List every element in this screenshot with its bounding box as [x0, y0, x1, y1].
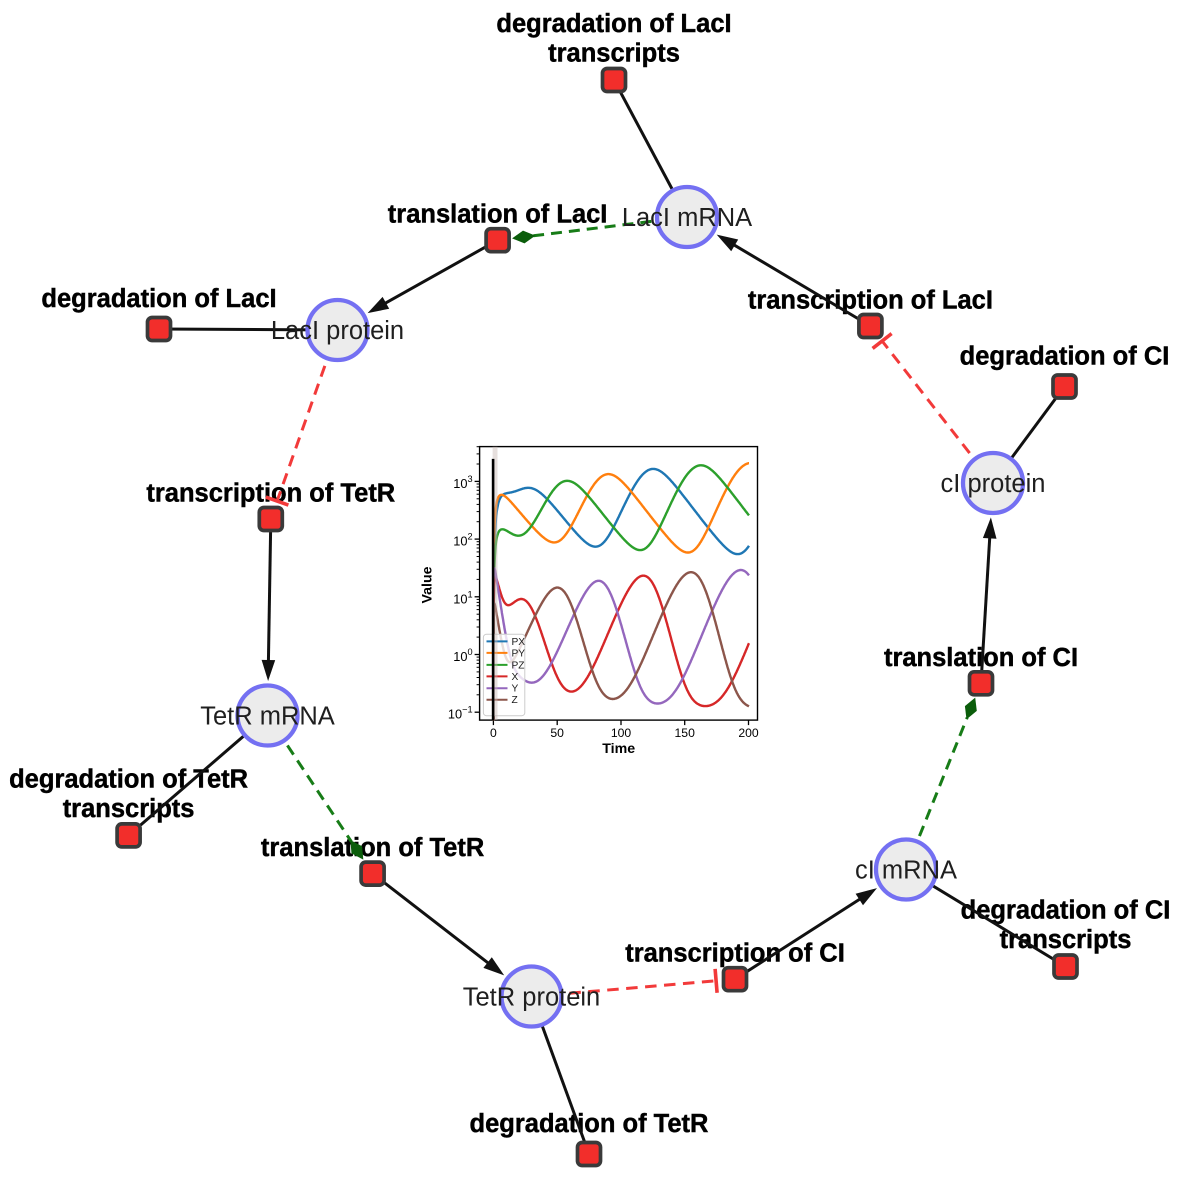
svg-text:translation of TetR: translation of TetR	[261, 834, 484, 862]
svg-text:Time: Time	[602, 741, 635, 757]
svg-text:translation of LacI: translation of LacI	[388, 201, 608, 229]
svg-text:cI protein: cI protein	[941, 470, 1046, 498]
svg-text:Y: Y	[512, 684, 519, 695]
svg-text:transcription of CI: transcription of CI	[625, 940, 845, 968]
svg-text:Value: Value	[420, 566, 436, 603]
svg-text:PY: PY	[512, 648, 526, 659]
svg-text:Z: Z	[512, 695, 518, 706]
svg-text:degradation of TetR: degradation of TetR	[470, 1110, 709, 1138]
svg-text:degradation of LacI: degradation of LacI	[41, 285, 276, 313]
svg-text:PX: PX	[512, 637, 526, 648]
svg-text:50: 50	[550, 726, 564, 740]
svg-text:transcripts: transcripts	[63, 795, 195, 823]
svg-text:TetR protein: TetR protein	[463, 984, 601, 1012]
svg-text:degradation of CI: degradation of CI	[961, 897, 1171, 925]
svg-text:translation of CI: translation of CI	[884, 644, 1078, 672]
svg-text:150: 150	[675, 726, 696, 740]
svg-text:degradation of TetR: degradation of TetR	[9, 765, 248, 793]
svg-text:0: 0	[490, 726, 497, 740]
svg-text:transcripts: transcripts	[548, 40, 680, 68]
svg-text:200: 200	[738, 726, 759, 740]
svg-text:transcription of LacI: transcription of LacI	[748, 287, 993, 315]
svg-text:100: 100	[611, 726, 632, 740]
svg-text:TetR mRNA: TetR mRNA	[200, 703, 335, 731]
svg-text:LacI protein: LacI protein	[271, 317, 404, 345]
svg-text:transcription of TetR: transcription of TetR	[146, 480, 395, 508]
svg-text:degradation of CI: degradation of CI	[960, 343, 1170, 371]
svg-text:PZ: PZ	[512, 660, 525, 671]
svg-text:X: X	[512, 672, 519, 683]
svg-text:cI mRNA: cI mRNA	[855, 857, 957, 885]
svg-text:degradation of LacI: degradation of LacI	[496, 10, 731, 38]
svg-text:LacI mRNA: LacI mRNA	[622, 204, 752, 232]
